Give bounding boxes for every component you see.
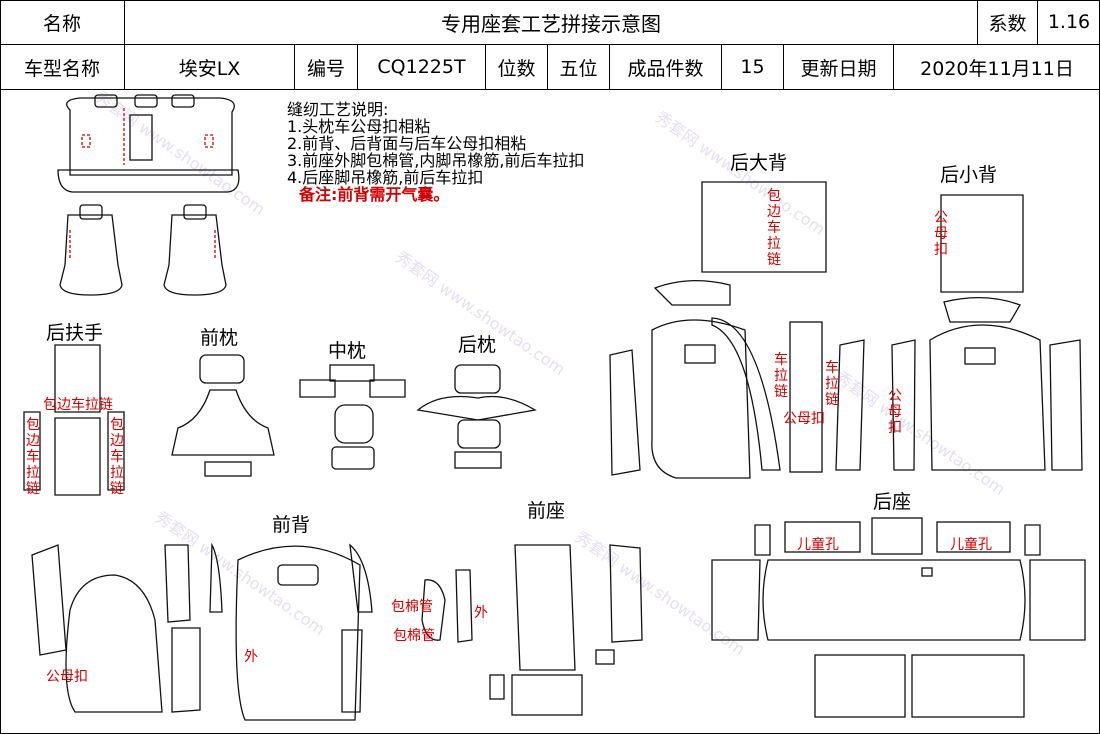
rear-big-back-pieces	[609, 181, 865, 479]
front-seat-overview	[59, 204, 227, 296]
child-hole-right-note: 儿童孔	[950, 537, 992, 553]
rear-armrest-pieces	[23, 344, 125, 496]
front-back-snap-note: 公母扣	[46, 669, 88, 685]
rear-pillow-title: 后枕	[458, 334, 497, 356]
foam-tube-note: 包棉管	[391, 599, 433, 615]
front-seat-title: 前座	[527, 500, 566, 522]
middle-pillow-title: 中枕	[328, 340, 367, 362]
header-table: 名称 专用座套工艺拼接示意图 系数 1.16 车型名称 埃安LX 编号 CQ12…	[0, 0, 1100, 90]
big-back-zip-note: 包边车拉链	[767, 188, 781, 268]
small-back-snap-note: 公母扣	[934, 210, 948, 258]
rear-zip-right-note: 车拉链	[825, 360, 839, 408]
front-pillow-title: 前枕	[200, 327, 239, 349]
front-seat-pieces	[421, 544, 643, 716]
armrest-left-note: 包边车拉链	[26, 417, 40, 497]
code-value: CQ1225T	[358, 45, 486, 90]
coef-label: 系数	[978, 0, 1038, 45]
name-label: 名称	[0, 0, 125, 45]
child-hole-left-note: 儿童孔	[797, 537, 839, 553]
rear-big-back-title: 后大背	[730, 152, 788, 174]
seats-value: 五位	[548, 45, 610, 90]
coef-value: 1.16	[1038, 0, 1100, 45]
rear-small-back-title: 后小背	[940, 164, 998, 186]
page-title: 专用座套工艺拼接示意图	[125, 0, 978, 45]
rear-seat-overview	[57, 94, 240, 193]
rear-seat-pieces	[711, 517, 1086, 718]
model-label: 车型名称	[0, 45, 125, 90]
armrest-zip-note: 包边车拉链	[43, 397, 113, 413]
front-back-outer-note: 外	[244, 649, 258, 665]
rear-zip-left-note: 车拉链	[774, 352, 788, 400]
front-back-title: 前背	[272, 514, 311, 536]
front-back-pieces	[31, 542, 373, 721]
middle-pillow-pieces	[299, 364, 406, 470]
notes-heading: 缝纫工艺说明:	[287, 100, 389, 119]
model-value: 埃安LX	[125, 45, 295, 90]
note-item: 2.前背、后背面与后车公母扣相粘	[287, 134, 527, 153]
date-label: 更新日期	[784, 45, 894, 90]
rear-snap-right-note: 公母扣	[888, 388, 902, 436]
rear-snap-note: 公母扣	[783, 411, 825, 427]
front-pillow-pieces	[171, 354, 275, 477]
armrest-right-note: 包边车拉链	[110, 417, 124, 497]
note-remark: 备注:前背需开气囊。	[299, 185, 450, 204]
rear-pillow-pieces	[416, 364, 537, 469]
note-item: 3.前座外脚包棉管,内脚吊橡筋,前后车拉扣	[287, 151, 585, 170]
rear-seat-title: 后座	[873, 491, 912, 513]
seats-label: 位数	[486, 45, 548, 90]
rear-armrest-title: 后扶手	[46, 322, 104, 344]
front-seat-outer-note: 外	[474, 605, 488, 621]
date-value: 2020年11月11日	[894, 45, 1100, 90]
pieces-value: 15	[722, 45, 784, 90]
note-item: 4.后座脚吊橡筋,前后车拉扣	[287, 168, 484, 187]
foam-tube-note: 包棉管	[393, 628, 435, 644]
code-label: 编号	[295, 45, 358, 90]
sewing-notes: 缝纫工艺说明: 1.头枕车公母扣相粘 2.前背、后背面与后车公母扣相粘 3.前座…	[287, 101, 584, 203]
rear-small-back-pieces	[891, 194, 1083, 471]
note-item: 1.头枕车公母扣相粘	[287, 117, 431, 136]
pieces-label: 成品件数	[610, 45, 722, 90]
